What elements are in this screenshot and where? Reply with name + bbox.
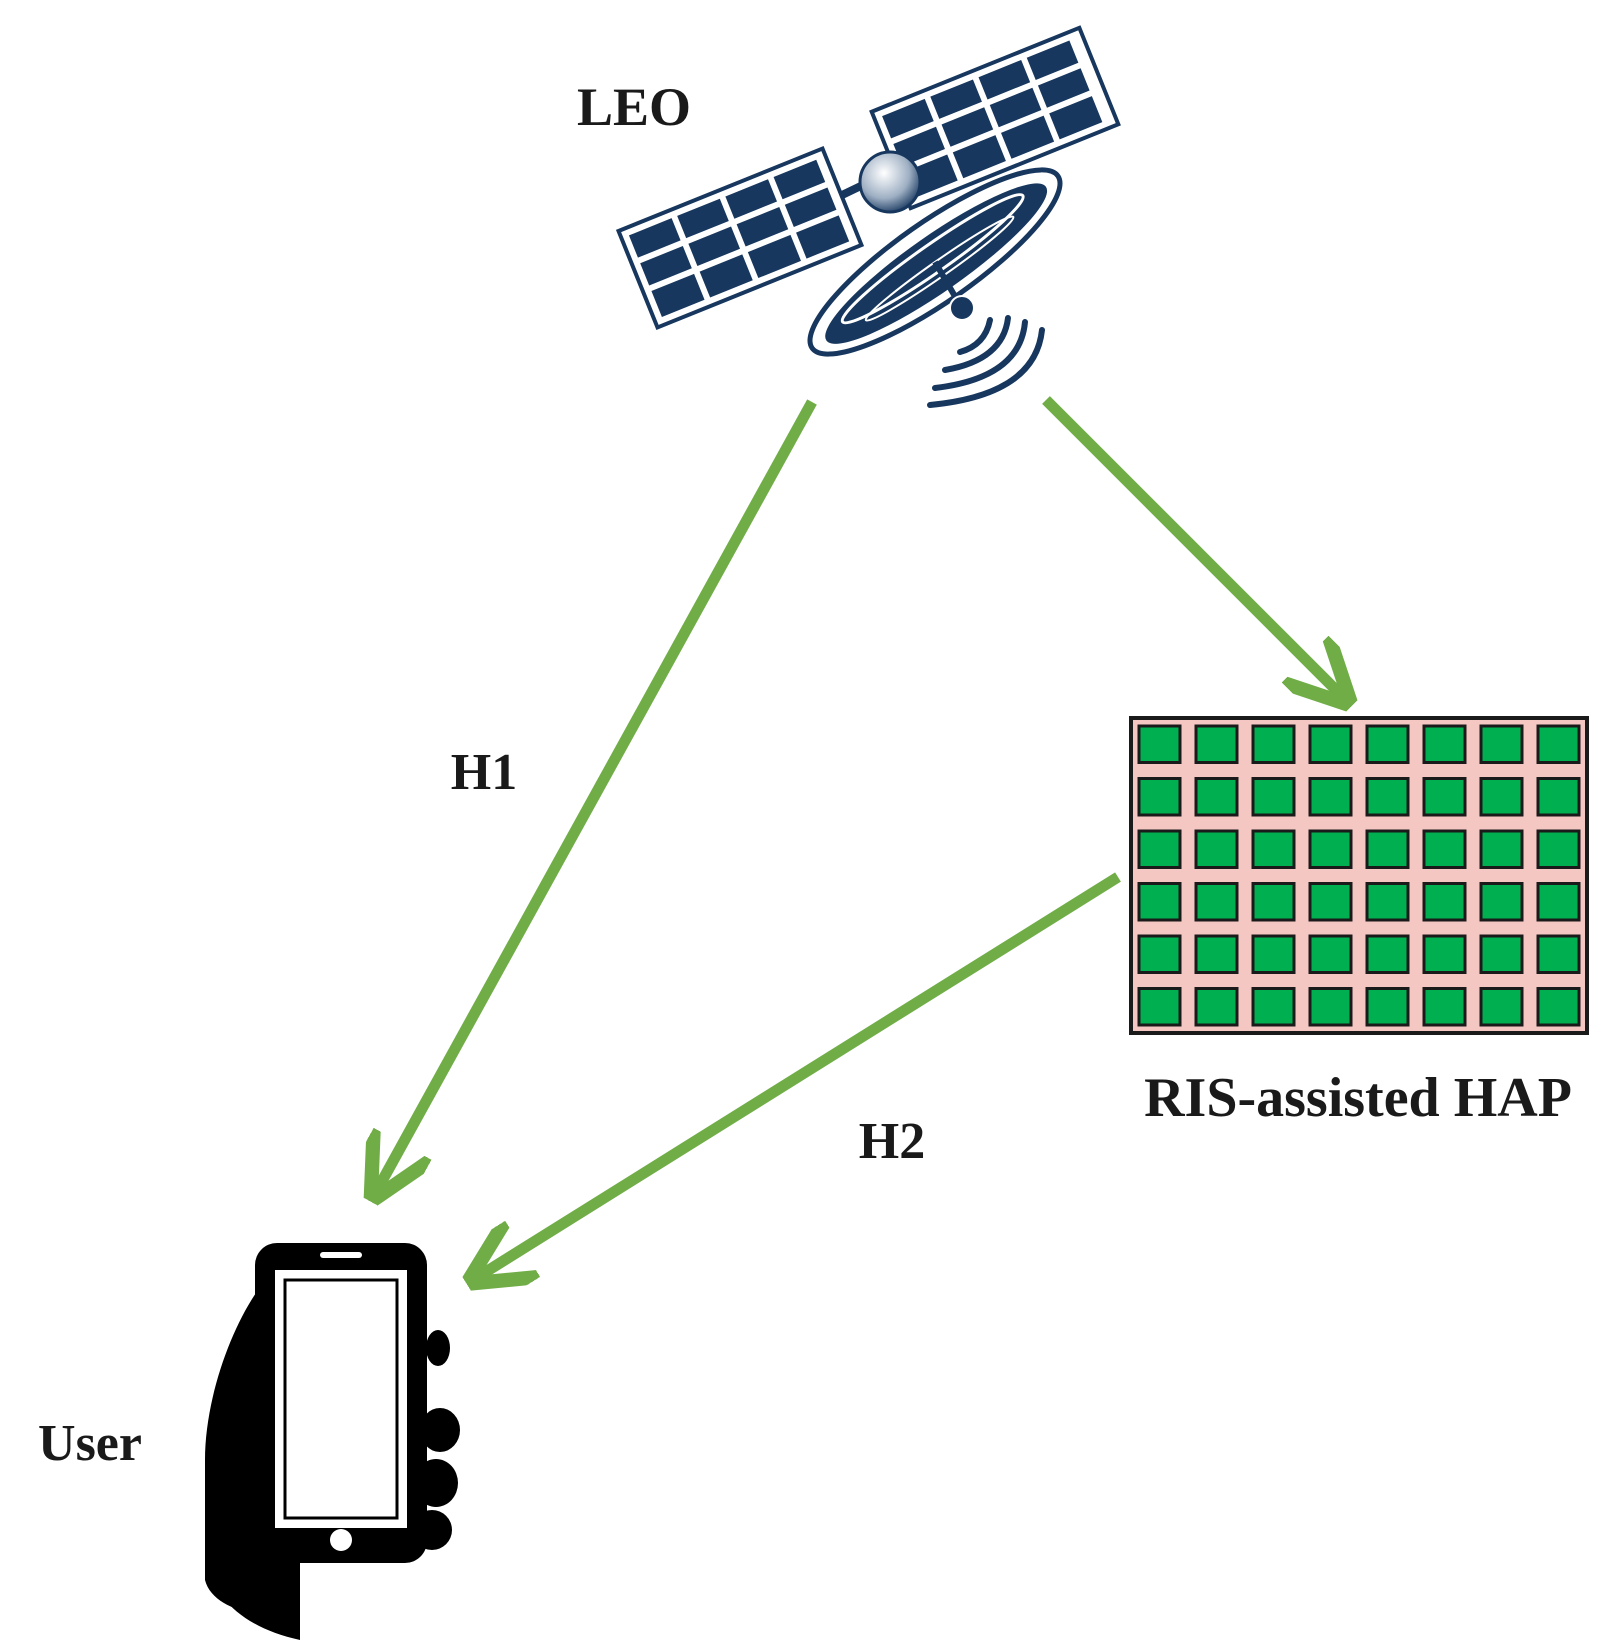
ris-panel-icon xyxy=(1129,716,1589,1035)
ris-element xyxy=(1251,987,1296,1027)
ris-element xyxy=(1137,829,1182,869)
ris-element xyxy=(1479,829,1524,869)
ris-element xyxy=(1194,777,1239,817)
ris-element xyxy=(1137,777,1182,817)
ris-element xyxy=(1137,882,1182,922)
h2-label: H2 xyxy=(859,1113,925,1170)
ris-element xyxy=(1365,882,1410,922)
ris-element xyxy=(1422,724,1467,764)
ris-element xyxy=(1479,987,1524,1027)
ris-element xyxy=(1251,934,1296,974)
ris-element xyxy=(1365,987,1410,1027)
ris-element xyxy=(1194,987,1239,1027)
ris-element xyxy=(1251,829,1296,869)
ris-element xyxy=(1365,777,1410,817)
links xyxy=(376,396,1344,1278)
ris-element xyxy=(1536,724,1581,764)
ris-element xyxy=(1479,724,1524,764)
ris-element xyxy=(1194,724,1239,764)
ris-element xyxy=(1194,829,1239,869)
ris-element xyxy=(1308,829,1353,869)
leo-label: LEO xyxy=(577,77,691,137)
ris-element xyxy=(1536,934,1581,974)
ris-element xyxy=(1308,777,1353,817)
link-h1-arrow xyxy=(376,399,817,1192)
ris-element xyxy=(1479,882,1524,922)
ris-element xyxy=(1479,777,1524,817)
ris-element xyxy=(1536,882,1581,922)
ris-element xyxy=(1365,829,1410,869)
ris-element xyxy=(1308,934,1353,974)
ris-element xyxy=(1308,724,1353,764)
ris-element xyxy=(1251,777,1296,817)
ris-element xyxy=(1251,724,1296,764)
ris-element xyxy=(1137,934,1182,974)
link-leo-to-ris-arrow xyxy=(1042,396,1344,698)
ris-element-grid xyxy=(1137,724,1581,1027)
ris-element xyxy=(1422,934,1467,974)
ris-hap-label: RIS-assisted HAP xyxy=(1144,1067,1572,1129)
ris-element xyxy=(1194,934,1239,974)
ris-element xyxy=(1251,882,1296,922)
ris-element xyxy=(1308,987,1353,1027)
ris-element xyxy=(1422,882,1467,922)
ris-element xyxy=(1536,987,1581,1027)
ris-element xyxy=(1479,934,1524,974)
hand-phone-icon xyxy=(205,1243,460,1640)
ris-element xyxy=(1137,987,1182,1027)
ris-element xyxy=(1365,934,1410,974)
ris-element xyxy=(1137,724,1182,764)
link-h2-arrow xyxy=(476,872,1121,1278)
ris-element xyxy=(1194,882,1239,922)
h1-label: H1 xyxy=(451,744,517,801)
satellite-icon xyxy=(615,25,1121,408)
ris-element xyxy=(1365,724,1410,764)
ris-element xyxy=(1422,829,1467,869)
ris-element xyxy=(1422,777,1467,817)
ris-element xyxy=(1422,987,1467,1027)
user-label: User xyxy=(38,1415,142,1472)
ris-element xyxy=(1536,829,1581,869)
ris-element xyxy=(1308,882,1353,922)
ris-element xyxy=(1536,777,1581,817)
